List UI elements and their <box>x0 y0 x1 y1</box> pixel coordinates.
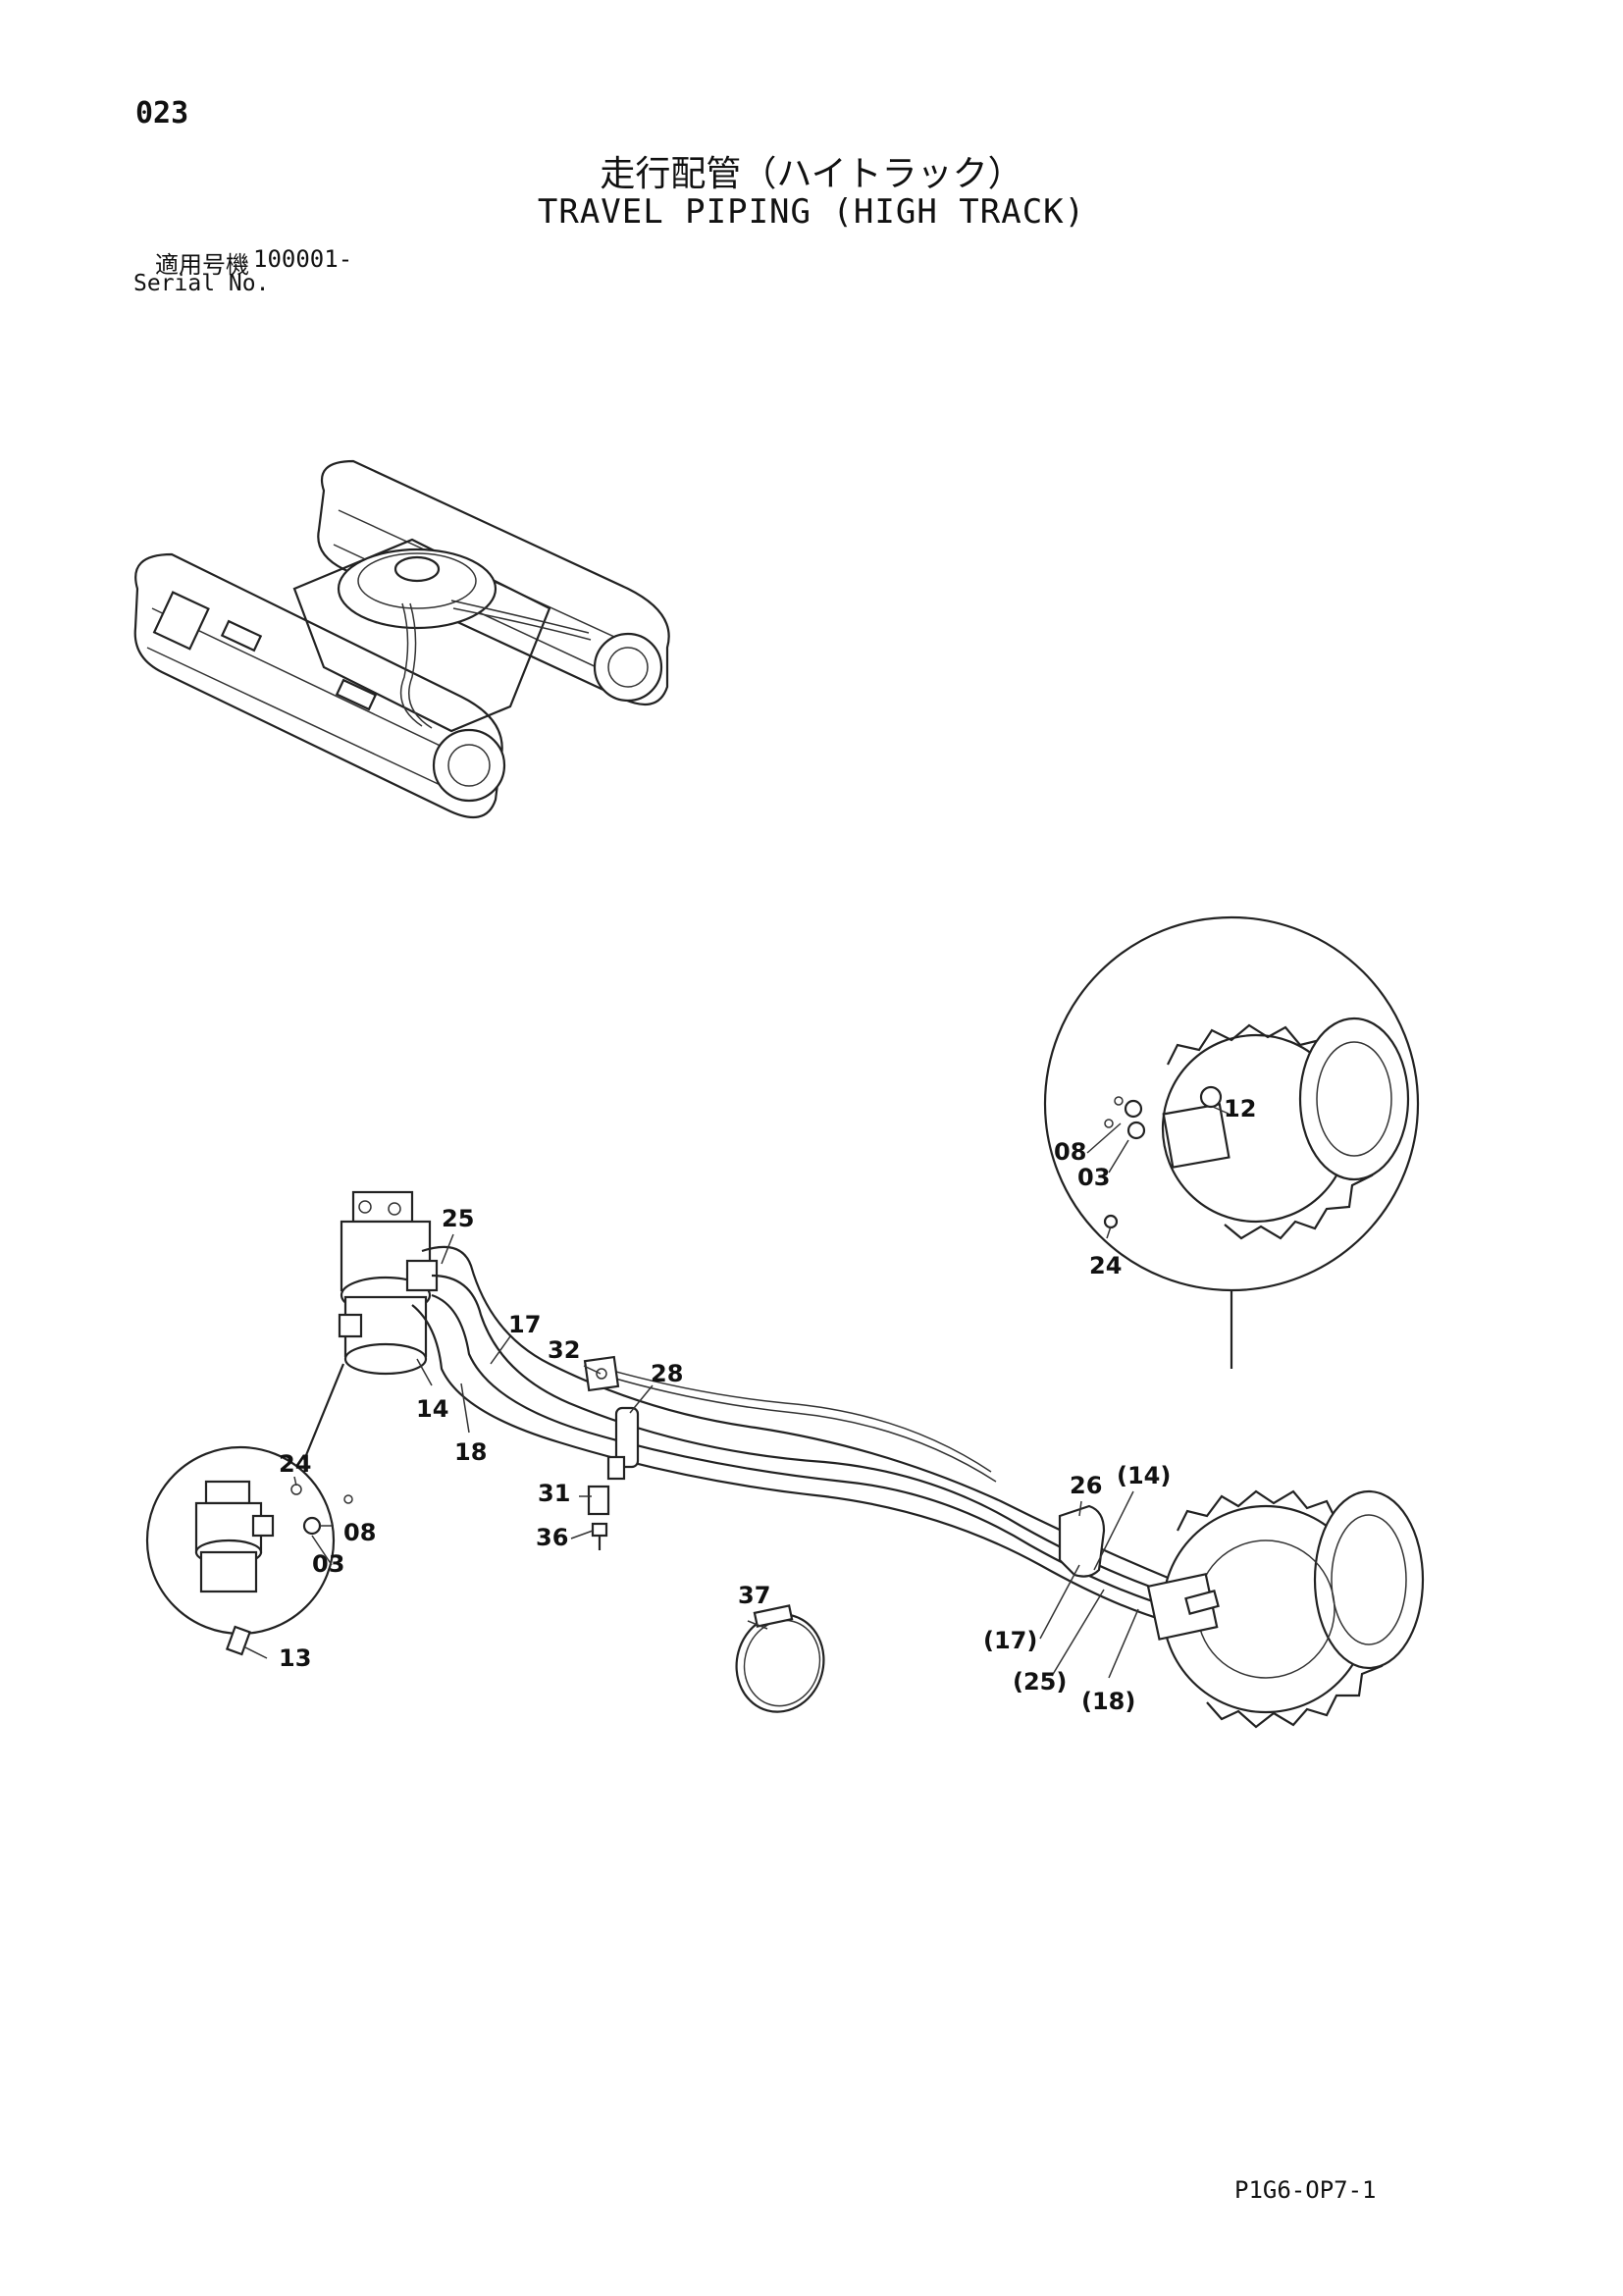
plate-32 <box>583 1355 620 1392</box>
serial-label-japanese: 適用号機 <box>155 251 249 279</box>
callout-36: 36 <box>536 1524 568 1551</box>
inset-right-callout-08: 08 <box>1054 1138 1086 1166</box>
title-japanese: 走行配管（ハイトラック） <box>600 154 1023 194</box>
callout-25: 25 <box>442 1205 474 1232</box>
travel-motor <box>1146 1489 1425 1729</box>
hose-bundle <box>411 1245 1178 1626</box>
inset-right-detail <box>1043 915 1420 1369</box>
callout-17: 17 <box>508 1311 541 1338</box>
serial-label-english: Serial No. <box>133 271 270 296</box>
title-english: TRAVEL PIPING (HIGH TRACK) <box>537 192 1086 232</box>
clamp-28 <box>606 1406 640 1481</box>
inset-left-callout-03: 03 <box>312 1550 344 1578</box>
inset-left-callout-08: 08 <box>343 1519 376 1546</box>
inset-left-detail <box>145 1363 353 1656</box>
callout-31: 31 <box>538 1480 570 1507</box>
inset-right-callout-03: 03 <box>1077 1164 1110 1191</box>
callout-32: 32 <box>548 1336 580 1364</box>
callout-25-ref: (25) <box>1013 1668 1067 1696</box>
callout-26: 26 <box>1070 1472 1102 1499</box>
callout-18-ref: (18) <box>1081 1688 1135 1715</box>
inset-left-callout-24: 24 <box>279 1450 311 1478</box>
inset-right-callout-24: 24 <box>1089 1252 1122 1279</box>
undercarriage-overview <box>133 459 670 819</box>
hose-band-37 <box>735 1604 825 1713</box>
serial-value: 100001- <box>253 245 353 273</box>
callout-28: 28 <box>651 1360 683 1387</box>
inset-right-callout-12: 12 <box>1224 1095 1256 1122</box>
bolt-36 <box>591 1522 608 1550</box>
document-code: P1G6-OP7-1 <box>1234 2176 1377 2204</box>
callout-18: 18 <box>454 1438 487 1466</box>
callout-14-ref: (14) <box>1117 1462 1171 1489</box>
bracket-31 <box>587 1485 610 1516</box>
page-number: 023 <box>135 96 189 130</box>
leader-lines <box>242 1106 1230 1679</box>
inset-left-callout-13: 13 <box>279 1644 311 1672</box>
callout-17-ref: (17) <box>983 1627 1037 1654</box>
clamp-26 <box>1058 1504 1106 1578</box>
callout-37: 37 <box>738 1582 770 1609</box>
callout-14: 14 <box>416 1395 448 1423</box>
swivel-joint <box>338 1190 439 1376</box>
callout-labels: 25 17 32 28 14 18 31 36 37 26 (14) (17) … <box>279 1095 1256 1715</box>
